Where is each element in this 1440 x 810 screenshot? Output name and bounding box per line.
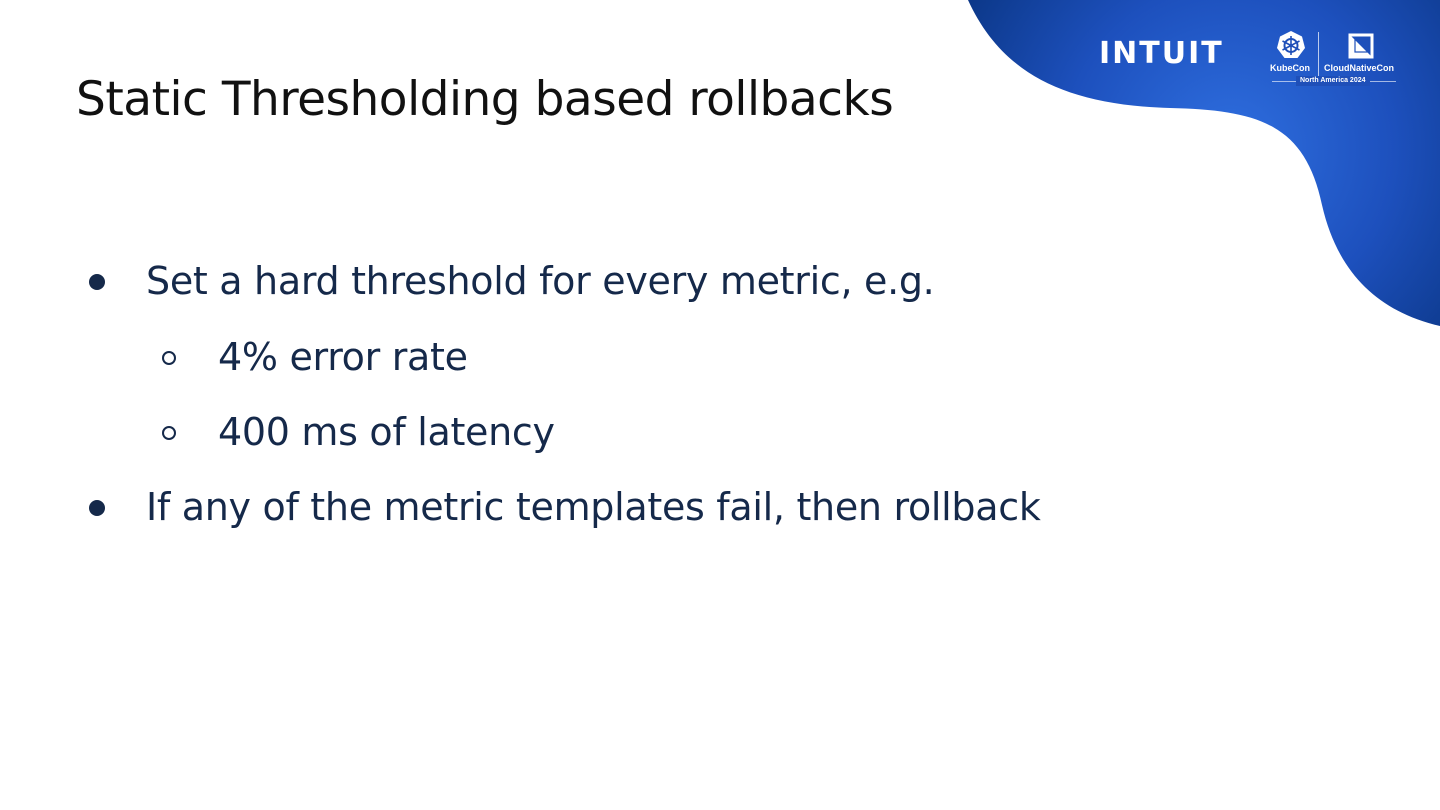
bullet-circle-icon xyxy=(162,426,176,440)
cncf-icon xyxy=(1348,33,1374,59)
cloudnativecon-label: CloudNativeCon xyxy=(1324,63,1395,73)
conference-divider xyxy=(1318,32,1319,76)
kubecon-label: KubeCon xyxy=(1270,63,1310,73)
bullet-dot-icon xyxy=(89,274,105,290)
conference-edition: North America 2024 xyxy=(1296,76,1370,86)
bullet-text: If any of the metric templates fail, the… xyxy=(146,485,1041,529)
bullet-circle-icon xyxy=(162,351,176,365)
sub-bullet-text: 4% error rate xyxy=(218,335,468,379)
intuit-logo: INTUIT xyxy=(1099,36,1224,71)
kubernetes-helm-icon xyxy=(1277,31,1305,58)
kubecon-logo: KubeCon CloudNativeCon North America 202… xyxy=(1266,28,1402,88)
bullet-text: Set a hard threshold for every metric, e… xyxy=(146,259,935,303)
sub-bullet-text: 400 ms of latency xyxy=(218,410,555,454)
slide-title: Static Thresholding based rollbacks xyxy=(76,72,894,127)
bullet-dot-icon xyxy=(89,500,105,516)
